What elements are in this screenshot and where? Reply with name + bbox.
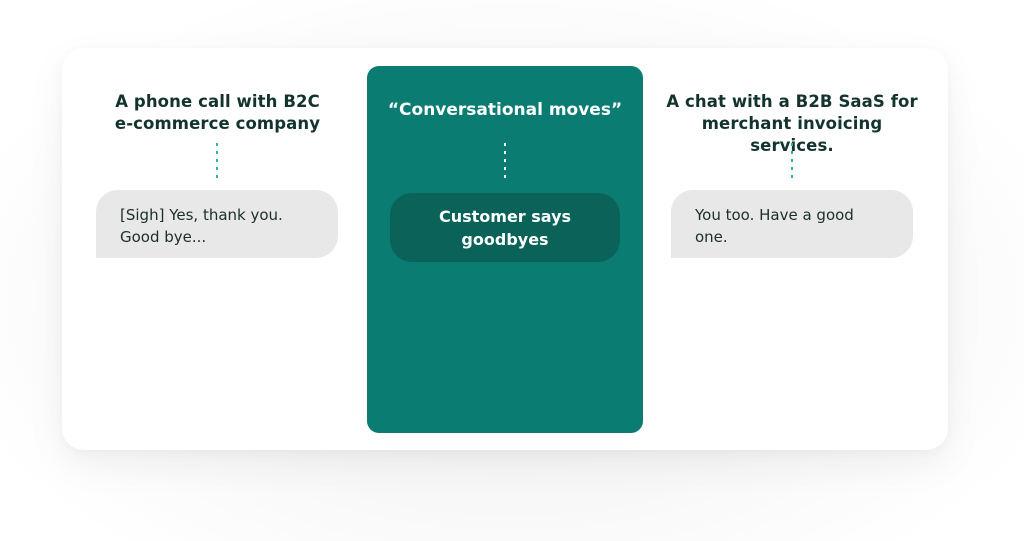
conversational-moves-panel: “Conversational moves” Customer says goo… — [367, 66, 643, 433]
left-column-title: A phone call with B2C e-commerce company — [96, 91, 339, 135]
center-dotted-connector — [504, 143, 506, 179]
left-bubble-line-2: Good bye... — [120, 228, 207, 246]
left-title-line-1: A phone call with B2C — [115, 92, 320, 111]
left-dotted-connector — [216, 143, 218, 179]
right-title-line-1: A chat with a B2B SaaS for — [666, 92, 918, 111]
left-chat-bubble: [Sigh] Yes, thank you. Good bye... — [96, 190, 338, 258]
customer-says-goodbyes-pill: Customer says goodbyes — [390, 193, 620, 262]
right-dotted-connector — [791, 143, 793, 179]
left-bubble-line-1: [Sigh] Yes, thank you. — [120, 206, 283, 224]
right-chat-bubble: You too. Have a good one. — [671, 190, 913, 258]
right-bubble-line-1: You too. Have a good — [695, 206, 854, 224]
panel-title: “Conversational moves” — [387, 100, 623, 120]
left-title-line-2: e-commerce company — [114, 114, 321, 133]
pill-label: Customer says goodbyes — [438, 206, 572, 249]
right-column-title: A chat with a B2B SaaS for merchant invo… — [660, 91, 924, 157]
right-bubble-line-2: one. — [695, 228, 728, 246]
